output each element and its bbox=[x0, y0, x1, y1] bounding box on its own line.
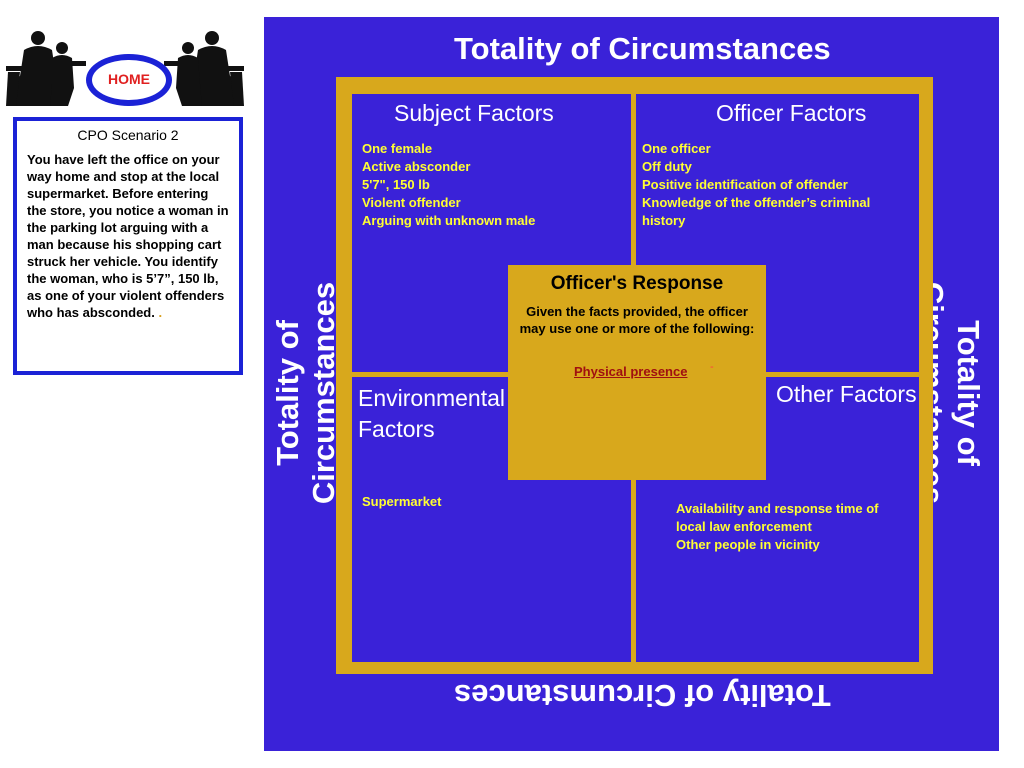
panel-title-left: Totality of Circumstances bbox=[270, 281, 341, 505]
subject-factors-list: One female Active absconder 5'7", 150 lb… bbox=[362, 140, 535, 230]
scenario-box: CPO Scenario 2 You have left the office … bbox=[13, 117, 243, 375]
home-button[interactable]: HOME bbox=[84, 52, 174, 108]
home-label: HOME bbox=[108, 71, 150, 87]
environmental-heading-line1: Environmental bbox=[358, 385, 506, 411]
scenario-trailing-mark: . bbox=[158, 305, 163, 320]
response-dot-mark: - bbox=[710, 361, 714, 373]
list-item: One officer bbox=[642, 141, 711, 156]
scenario-text: You have left the office on your way hom… bbox=[27, 151, 231, 321]
list-item: Off duty bbox=[642, 159, 692, 174]
other-factors-list: Availability and response time of local … bbox=[676, 500, 911, 554]
officer-factors-heading: Officer Factors bbox=[716, 100, 867, 126]
main-panel: Totality of Circumstances Totality of Ci… bbox=[264, 17, 999, 751]
panel-title-top: Totality of Circumstances bbox=[454, 31, 831, 66]
scenario-title: CPO Scenario 2 bbox=[77, 127, 179, 143]
gold-frame: Subject Factors One female Active abscon… bbox=[336, 77, 933, 674]
soldiers-silhouette-icon bbox=[6, 31, 244, 106]
environmental-heading-line2: Factors bbox=[358, 416, 435, 442]
list-item: Other people in vicinity bbox=[676, 537, 820, 552]
list-item: Violent offender bbox=[362, 195, 461, 210]
other-factors-heading: Other Factors bbox=[776, 381, 917, 407]
list-item: Knowledge of the offender’s criminal his… bbox=[642, 195, 871, 228]
officer-response-text: Given the facts provided, the officer ma… bbox=[519, 304, 755, 336]
officer-response-title: Officer's Response bbox=[550, 273, 724, 294]
subject-factors-heading: Subject Factors bbox=[394, 100, 554, 126]
list-item: One female bbox=[362, 141, 433, 156]
list-item: Arguing with unknown male bbox=[362, 213, 536, 228]
home-oval-icon bbox=[86, 54, 172, 106]
list-item: Positive identification of offender bbox=[642, 177, 848, 192]
scenario-body: You have left the office on your way hom… bbox=[27, 152, 229, 320]
list-item: 5'7", 150 lb bbox=[362, 177, 430, 192]
environmental-factors-list: Supermarket bbox=[362, 493, 441, 511]
list-item: Supermarket bbox=[362, 494, 442, 509]
physical-presence-link[interactable]: Physical presence bbox=[574, 364, 688, 379]
list-item: Active absconder bbox=[362, 159, 471, 174]
officer-response-box: Officer's Response Given the facts provi… bbox=[508, 265, 766, 480]
header-logo-area: HOME bbox=[6, 28, 244, 108]
officer-factors-list: One officer Off duty Positive identifica… bbox=[642, 140, 902, 230]
list-item: Availability and response time of local … bbox=[676, 501, 879, 534]
panel-title-bottom: Totality of Circumstances bbox=[454, 678, 831, 713]
